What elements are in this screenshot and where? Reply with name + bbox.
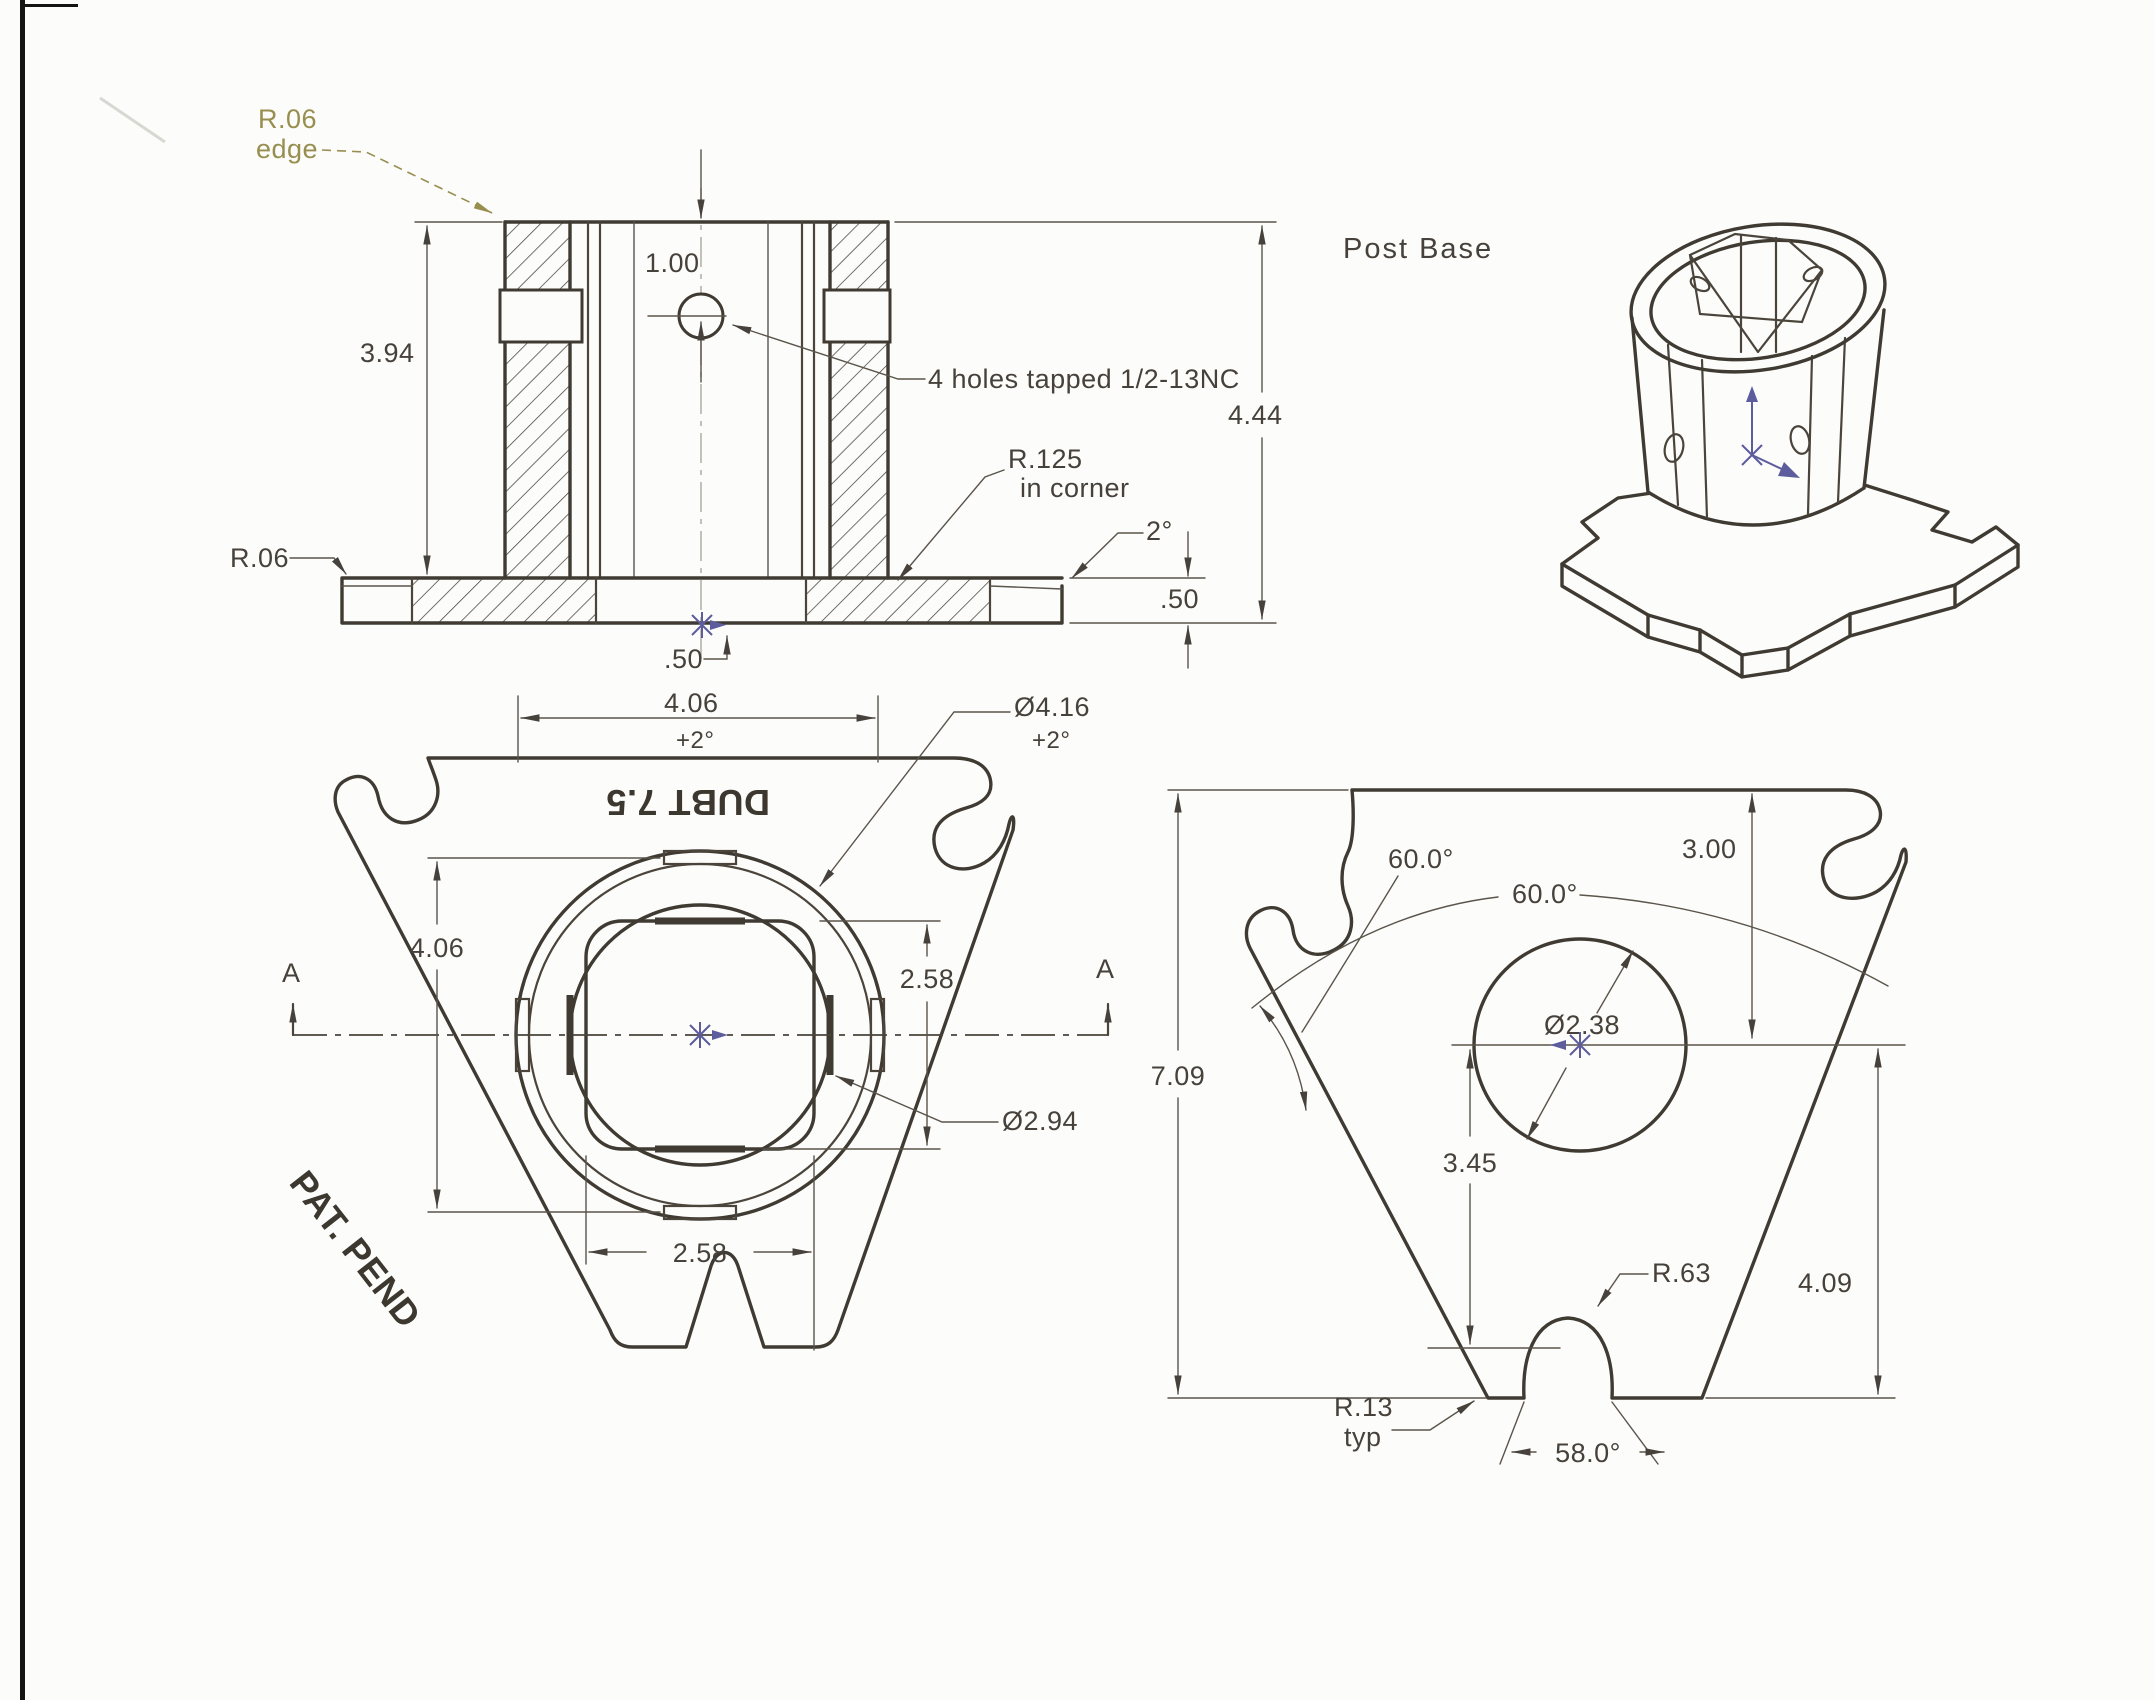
section-label-left: A xyxy=(282,958,301,988)
bore-dia-callout: Ø2.94 xyxy=(1002,1106,1078,1136)
fillet-callout-note: typ xyxy=(1344,1422,1382,1452)
dim-wall-height: 3.94 xyxy=(360,338,415,368)
isometric-view: Post Base xyxy=(1343,222,2020,679)
edge-callout-leader xyxy=(321,149,493,214)
dim-hole-from-top: 1.00 xyxy=(645,248,700,278)
dim-notch-angle: 58.0° xyxy=(1555,1438,1621,1468)
dim-width-top: 4.06 xyxy=(664,688,719,718)
top-view: A A DUBT 7.5 PAT. PEND 4.06 +2° Ø4.16 +2… xyxy=(282,688,1115,1351)
fillet-callout-radius: R.13 xyxy=(1334,1392,1393,1422)
edge-radius-callout: R.06 xyxy=(258,104,317,134)
origin-marker-front xyxy=(691,612,726,638)
corner-note-callout: in corner xyxy=(1020,473,1130,503)
flange-edge-callout: R.06 xyxy=(230,543,289,573)
outer-dia-callout: Ø4.16 xyxy=(1014,692,1090,722)
dim-angle-left: 60.0° xyxy=(1388,844,1454,874)
dim-base-offset: .50 xyxy=(664,644,703,674)
dim-angle-span: 60.0° xyxy=(1512,879,1578,909)
corner-radius-callout: R.125 xyxy=(1008,444,1083,474)
stamp-patent: PAT. PEND xyxy=(282,1163,430,1336)
front-section-view: R.06 edge 1.00 3.94 4 holes tapped 1/2-1… xyxy=(230,104,1283,674)
dim-overall-height: 7.09 xyxy=(1151,1061,1206,1091)
note-tapped-holes: 4 holes tapped 1/2-13NC xyxy=(928,364,1240,394)
bump-radius-callout: R.63 xyxy=(1652,1258,1711,1288)
origin-marker-profile xyxy=(1550,1032,1591,1058)
dim-top-to-center: 3.00 xyxy=(1682,834,1737,864)
page-border xyxy=(20,0,166,1700)
outer-dia-tol: +2° xyxy=(1032,727,1070,754)
dim-center-to-base: 4.09 xyxy=(1798,1268,1853,1298)
dim-flange-thickness: .50 xyxy=(1160,584,1199,614)
profile-view: Ø2.38 60.0° 60.0° 3.00 7.09 3.45 4.09 R.… xyxy=(1151,788,1908,1468)
dim-bore-width: 2.58 xyxy=(673,1238,728,1268)
hole-dia-callout: Ø2.38 xyxy=(1544,1010,1620,1040)
dim-width-top-tol: +2° xyxy=(676,727,714,754)
part-caption: Post Base xyxy=(1343,233,1493,265)
dim-draft-angle: 2° xyxy=(1146,516,1173,546)
stamp-model: DUBT 7.5 xyxy=(606,782,770,823)
section-label-right: A xyxy=(1096,954,1115,984)
dim-center-to-shelf: 3.45 xyxy=(1443,1148,1498,1178)
dim-overall-height: 4.44 xyxy=(1228,400,1283,430)
origin-marker-iso xyxy=(1741,386,1800,478)
origin-marker-top xyxy=(689,1022,728,1048)
dim-height-left: 4.06 xyxy=(410,933,465,963)
edge-note-callout: edge xyxy=(256,134,318,164)
dim-bore-height: 2.58 xyxy=(900,964,955,994)
